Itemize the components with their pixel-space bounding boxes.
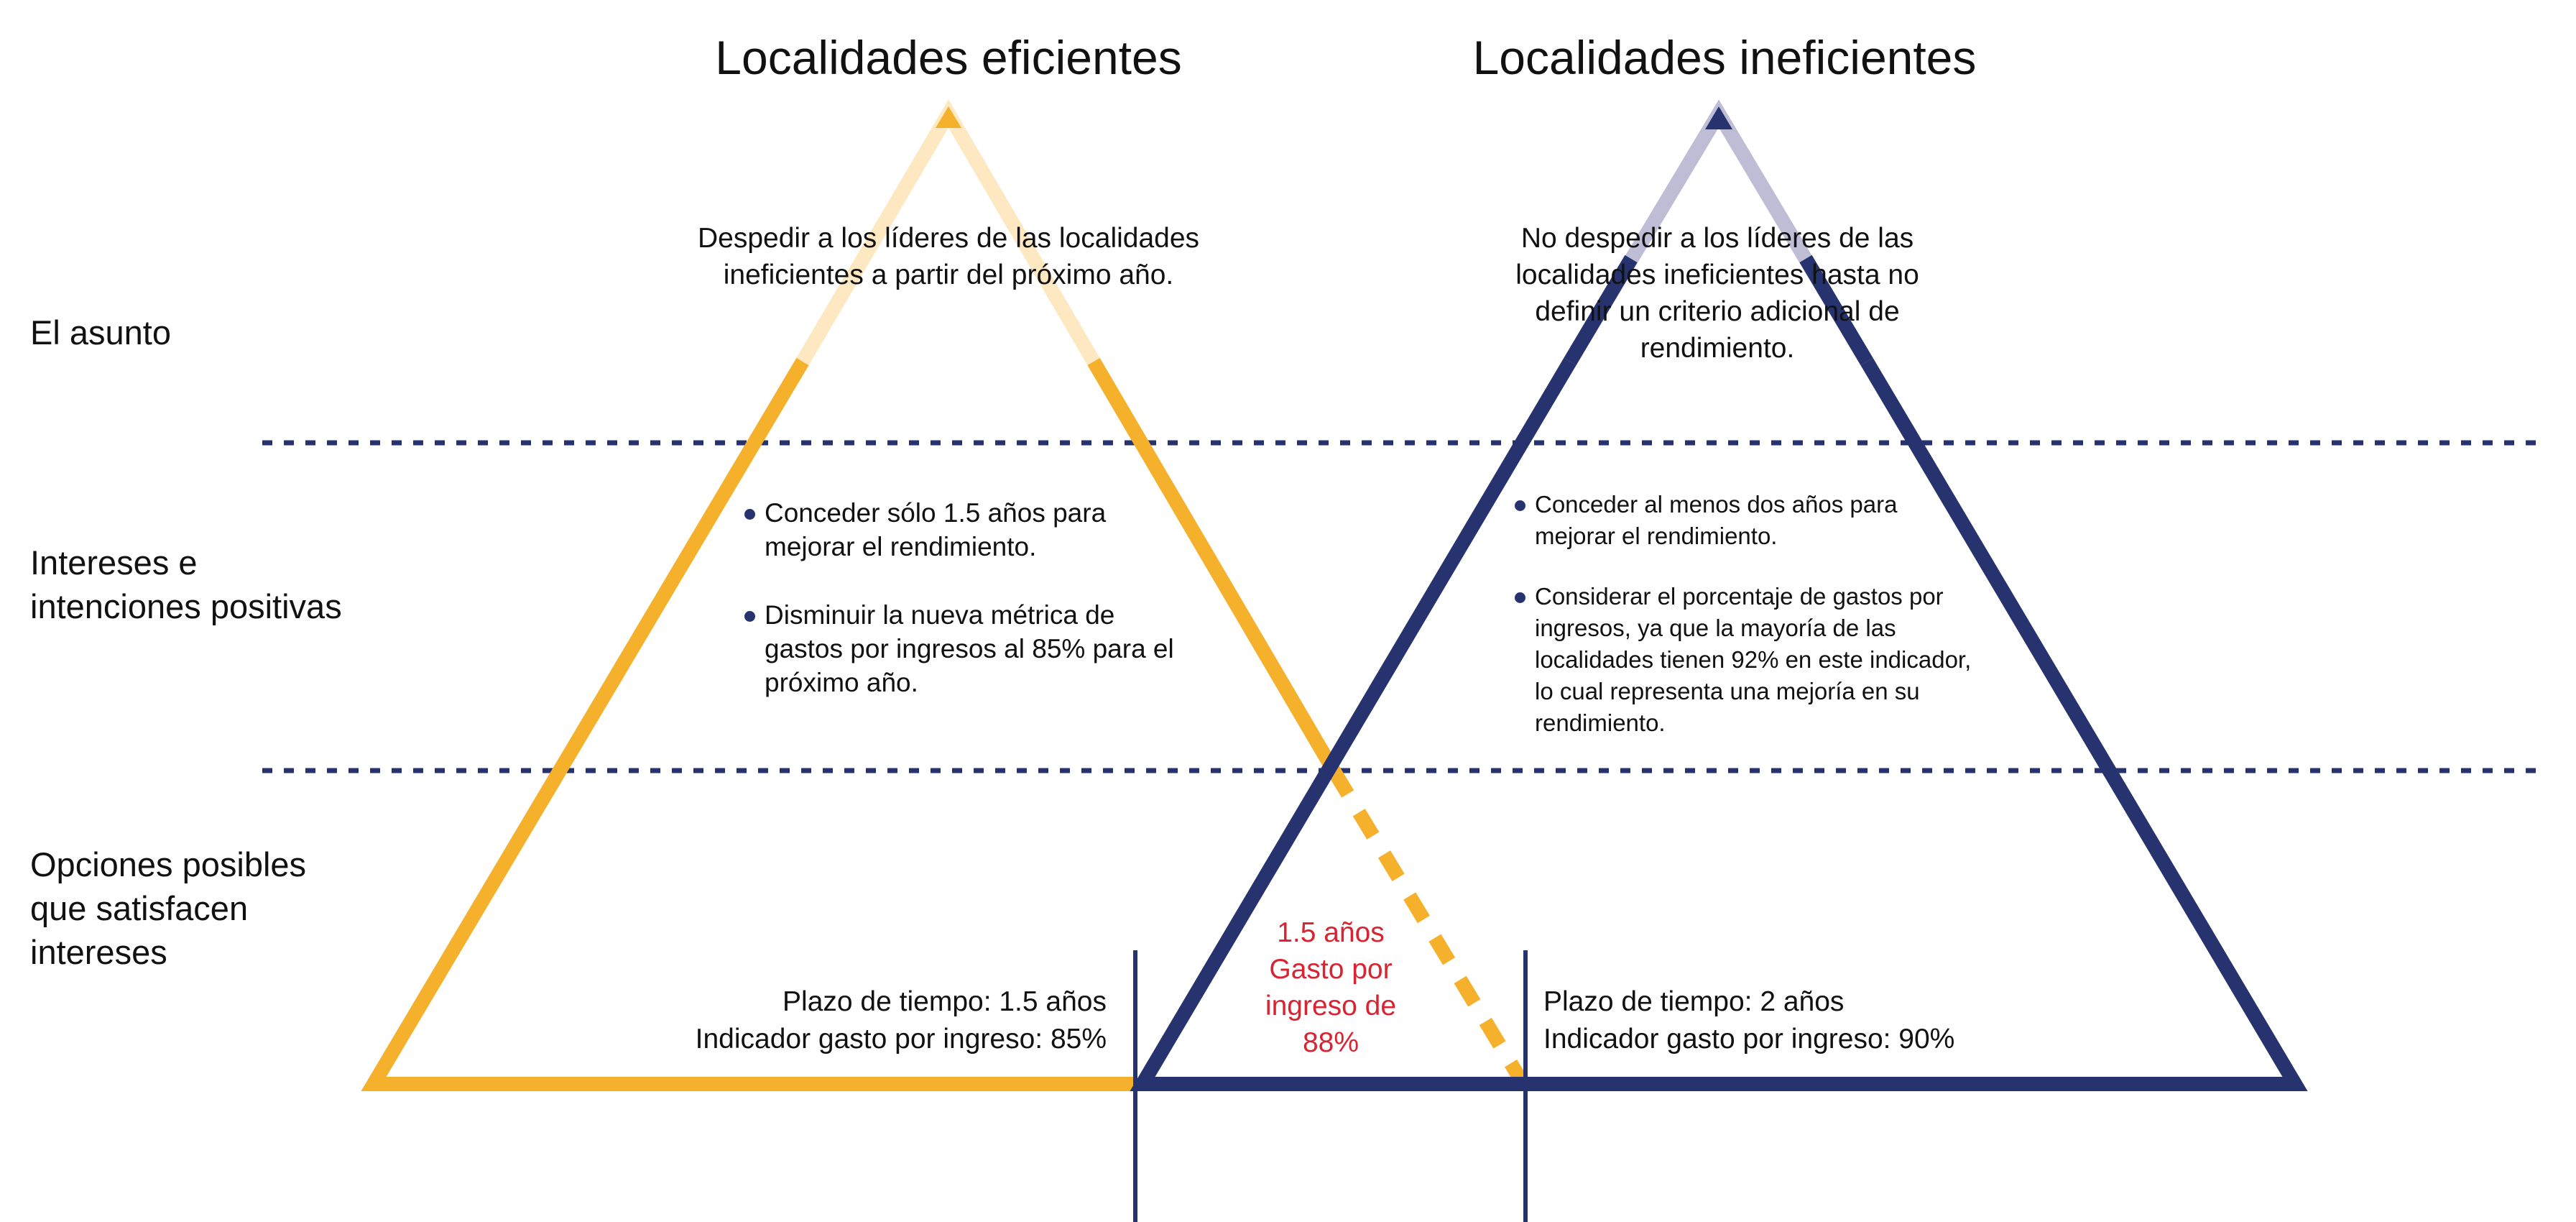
inefficient-title: Localidades ineficientes — [1472, 31, 1977, 84]
row-label-options-line3: intereses — [30, 933, 167, 971]
efficient-interest-item: Conceder sólo 1.5 años para mejorar el r… — [744, 496, 1197, 564]
row-label-options-line1: Opciones posibles — [30, 845, 307, 883]
inefficient-interest-item: Considerar el porcentaje de gastos por i… — [1515, 581, 1975, 739]
row-label-interests-line1: Intereses e — [30, 543, 198, 582]
compromise-line4: 88% — [1302, 1027, 1359, 1058]
row-label-options-line2: que satisfacen — [30, 889, 249, 927]
inefficient-triangle-top-right — [1799, 254, 1873, 366]
compromise-line1: 1.5 años — [1277, 917, 1385, 948]
efficient-triangle-left — [361, 357, 1135, 1091]
inefficient-triangle-top-left — [1564, 254, 1638, 366]
compromise-line2: Gasto por — [1269, 954, 1393, 985]
compromise-text: 1.5 años Gasto por ingreso de 88% — [1194, 914, 1467, 1061]
inefficient-option: Plazo de tiempo: 2 años Indicador gasto … — [1543, 983, 2046, 1058]
inefficient-issue-text: No despedir a los líderes de las localid… — [1515, 223, 1919, 364]
inefficient-option-indicator: Indicador gasto por ingreso: 90% — [1543, 1024, 1955, 1055]
row-label-interests-line2: intenciones positivas — [30, 587, 342, 625]
row-label-issue: El asunto — [30, 311, 404, 354]
efficient-title: Localidades eficientes — [715, 31, 1182, 84]
efficient-triangle-right — [1087, 357, 1340, 775]
row-label-issue-text: El asunto — [30, 313, 171, 352]
row-label-options: Opciones posibles que satisfacen interes… — [30, 842, 404, 974]
efficient-issue-text: Despedir a los líderes de las localidade… — [697, 223, 1200, 290]
inefficient-interests-list: Conceder al menos dos años para mejorar … — [1515, 489, 1975, 768]
efficient-triangle-dashed-edge — [1327, 766, 1530, 1088]
row-label-interests: Intereses e intenciones positivas — [30, 541, 404, 628]
efficient-interests-list: Conceder sólo 1.5 años para mejorar el r… — [744, 496, 1197, 734]
efficient-option: Plazo de tiempo: 1.5 años Indicador gast… — [618, 983, 1107, 1058]
inefficient-triangle-body — [1130, 357, 2308, 1091]
inefficient-option-term: Plazo de tiempo: 2 años — [1543, 986, 1845, 1017]
efficient-option-term: Plazo de tiempo: 1.5 años — [783, 986, 1107, 1017]
inefficient-triangle-apex — [1705, 106, 1732, 129]
efficient-interest-item: Disminuir la nueva métrica de gastos por… — [744, 598, 1197, 699]
efficient-triangle-apex — [936, 106, 961, 128]
inefficient-interest-item: Conceder al menos dos años para mejorar … — [1515, 489, 1975, 552]
efficient-option-indicator: Indicador gasto por ingreso: 85% — [695, 1024, 1107, 1055]
compromise-line3: ingreso de — [1265, 991, 1397, 1021]
